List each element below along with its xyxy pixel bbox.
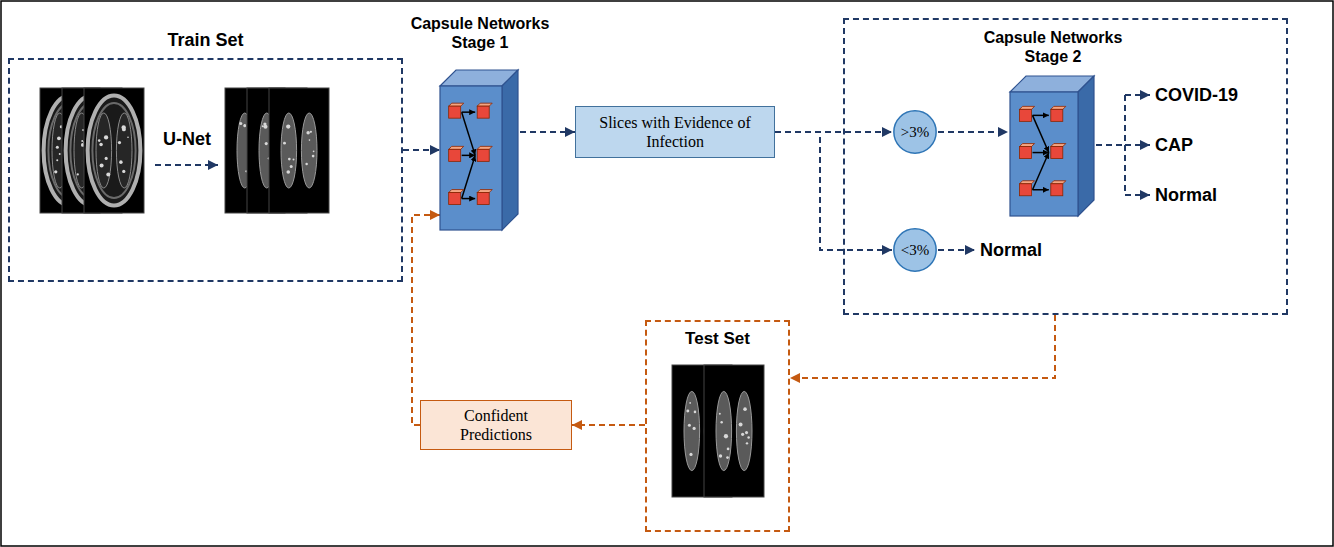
flow-arrow xyxy=(1125,194,1150,196)
flow-arrow xyxy=(1125,94,1150,96)
threshold-circle: >3% xyxy=(892,109,938,155)
class-label: Normal xyxy=(1155,184,1217,206)
train-set-group: Train Set xyxy=(8,58,403,282)
capsule-network-block xyxy=(1010,76,1094,216)
flow-connector xyxy=(520,131,575,133)
flow-arrow xyxy=(938,131,1008,133)
process-box: Confident Predictions xyxy=(420,400,572,450)
label-slot: Normal xyxy=(980,239,1042,261)
node-text: <3% xyxy=(901,241,929,259)
capsule-cube xyxy=(440,70,520,230)
ct-slice xyxy=(269,88,329,213)
flow-arrow xyxy=(938,249,975,251)
node-text: Confident Predictions xyxy=(431,406,561,444)
class-label: CAP xyxy=(1155,134,1193,156)
node-text: Slices with Evidence of Infection xyxy=(597,113,753,151)
threshold-circle: <3% xyxy=(892,227,938,273)
flow-connector xyxy=(775,132,892,250)
test-set-group: Test Set xyxy=(645,320,790,532)
label-slot: CAP xyxy=(1155,134,1193,156)
flow-connector xyxy=(412,215,440,425)
node-text: >3% xyxy=(901,123,929,141)
label-slot: COVID-19 xyxy=(1155,84,1238,106)
arrows xyxy=(155,95,1150,250)
node-text: Test Set xyxy=(647,328,788,349)
class-label: COVID-19 xyxy=(1155,84,1238,106)
node-text: Train Set xyxy=(10,29,401,51)
ct-slice xyxy=(704,365,764,497)
class-label: Normal xyxy=(980,239,1042,261)
flow-connector xyxy=(403,149,440,151)
flow-connector xyxy=(572,424,645,426)
process-box: Slices with Evidence of Infection xyxy=(575,106,775,158)
node-text: Capsule Networks Stage 2 xyxy=(973,28,1133,66)
ct-slice xyxy=(84,88,144,213)
label-slot: U-Net xyxy=(147,128,227,150)
flow-arrow xyxy=(1125,144,1150,146)
stage-group: Capsule Networks Stage 2 >3% <3% xyxy=(843,18,1288,315)
flow-connector xyxy=(775,131,892,133)
segmentation-arrow xyxy=(155,164,218,166)
label-slot: Normal xyxy=(1155,184,1217,206)
node-text: Capsule Networks Stage 1 xyxy=(405,14,555,52)
capsule-network-block: Capsule Networks Stage 1 xyxy=(405,14,555,232)
model-label: U-Net xyxy=(147,128,227,150)
flow-connector xyxy=(790,315,1055,378)
flow-wire xyxy=(1096,144,1125,146)
